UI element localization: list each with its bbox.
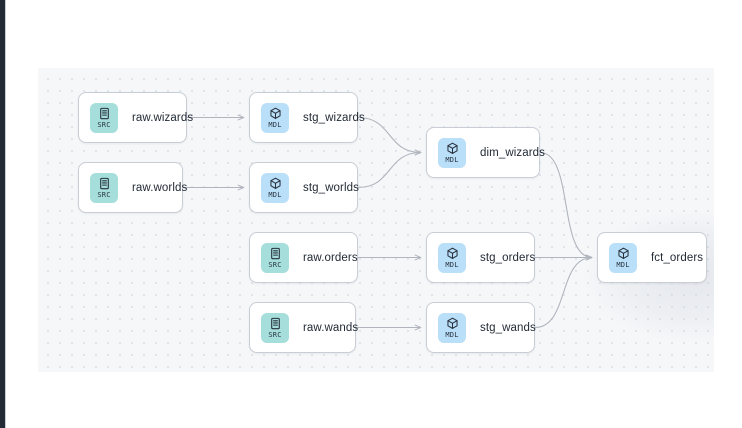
node-kind-label: MDL [445,260,459,269]
cube-icon [269,177,282,190]
graph-node-raw_wizards[interactable]: SRC raw.wizards [78,92,193,143]
node-kind-label: MDL [268,120,282,129]
node-label: stg_wizards [303,111,365,124]
node-kind-badge: SRC [90,102,118,133]
node-label: raw.wands [303,321,359,334]
graph-node-stg_wizards[interactable]: MDL stg_wizards [249,92,365,143]
node-kind-badge: SRC [261,242,289,273]
node-kind-label: SRC [268,260,282,269]
database-icon [269,317,282,330]
cube-icon [617,247,630,260]
node-kind-label: MDL [445,330,459,339]
node-kind-badge: MDL [438,242,466,273]
graph-node-stg_wands[interactable]: MDL stg_wands [426,302,536,353]
node-kind-label: MDL [616,260,630,269]
graph-edge-stg_worlds-to-dim_wizards [357,149,422,189]
cube-icon [446,317,459,330]
node-label: dim_wizards [480,146,546,159]
node-label: raw.orders [303,251,358,264]
cube-icon [446,142,459,155]
graph-node-dim_wizards[interactable]: MDL dim_wizards [426,127,545,178]
node-kind-badge: MDL [438,312,466,343]
graph-edge-stg_wizards-to-dim_wizards [357,116,422,156]
cube-icon [269,107,282,120]
node-label: raw.wizards [132,111,194,124]
graph-node-raw_worlds[interactable]: SRC raw.worlds [78,162,187,213]
node-kind-badge: MDL [609,242,637,273]
node-kind-badge: MDL [261,102,289,133]
node-label: raw.worlds [132,181,188,194]
node-kind-badge: MDL [438,137,466,168]
node-kind-label: MDL [445,155,459,164]
graph-edge-stg_wands-to-fct_orders [534,254,593,329]
node-label: stg_worlds [303,181,359,194]
graph-node-fct_orders[interactable]: MDL fct_orders [597,232,707,283]
node-kind-badge: SRC [261,312,289,343]
node-kind-label: MDL [268,190,282,199]
node-label: stg_orders [480,251,536,264]
cube-icon [446,247,459,260]
node-kind-badge: SRC [90,172,118,203]
graph-node-raw_orders[interactable]: SRC raw.orders [249,232,358,283]
graph-node-stg_worlds[interactable]: MDL stg_worlds [249,162,359,213]
graph-edge-dim_wizards-to-fct_orders [539,151,593,261]
node-kind-label: SRC [97,190,111,199]
database-icon [98,107,111,120]
node-kind-badge: MDL [261,172,289,203]
node-label: stg_wands [480,321,536,334]
left-nav-rail[interactable] [0,0,6,428]
node-label: fct_orders [651,251,704,264]
database-icon [98,177,111,190]
database-icon [269,247,282,260]
graph-node-stg_orders[interactable]: MDL stg_orders [426,232,535,283]
node-kind-label: SRC [268,330,282,339]
node-kind-label: SRC [97,120,111,129]
graph-node-raw_wands[interactable]: SRC raw.wands [249,302,359,353]
